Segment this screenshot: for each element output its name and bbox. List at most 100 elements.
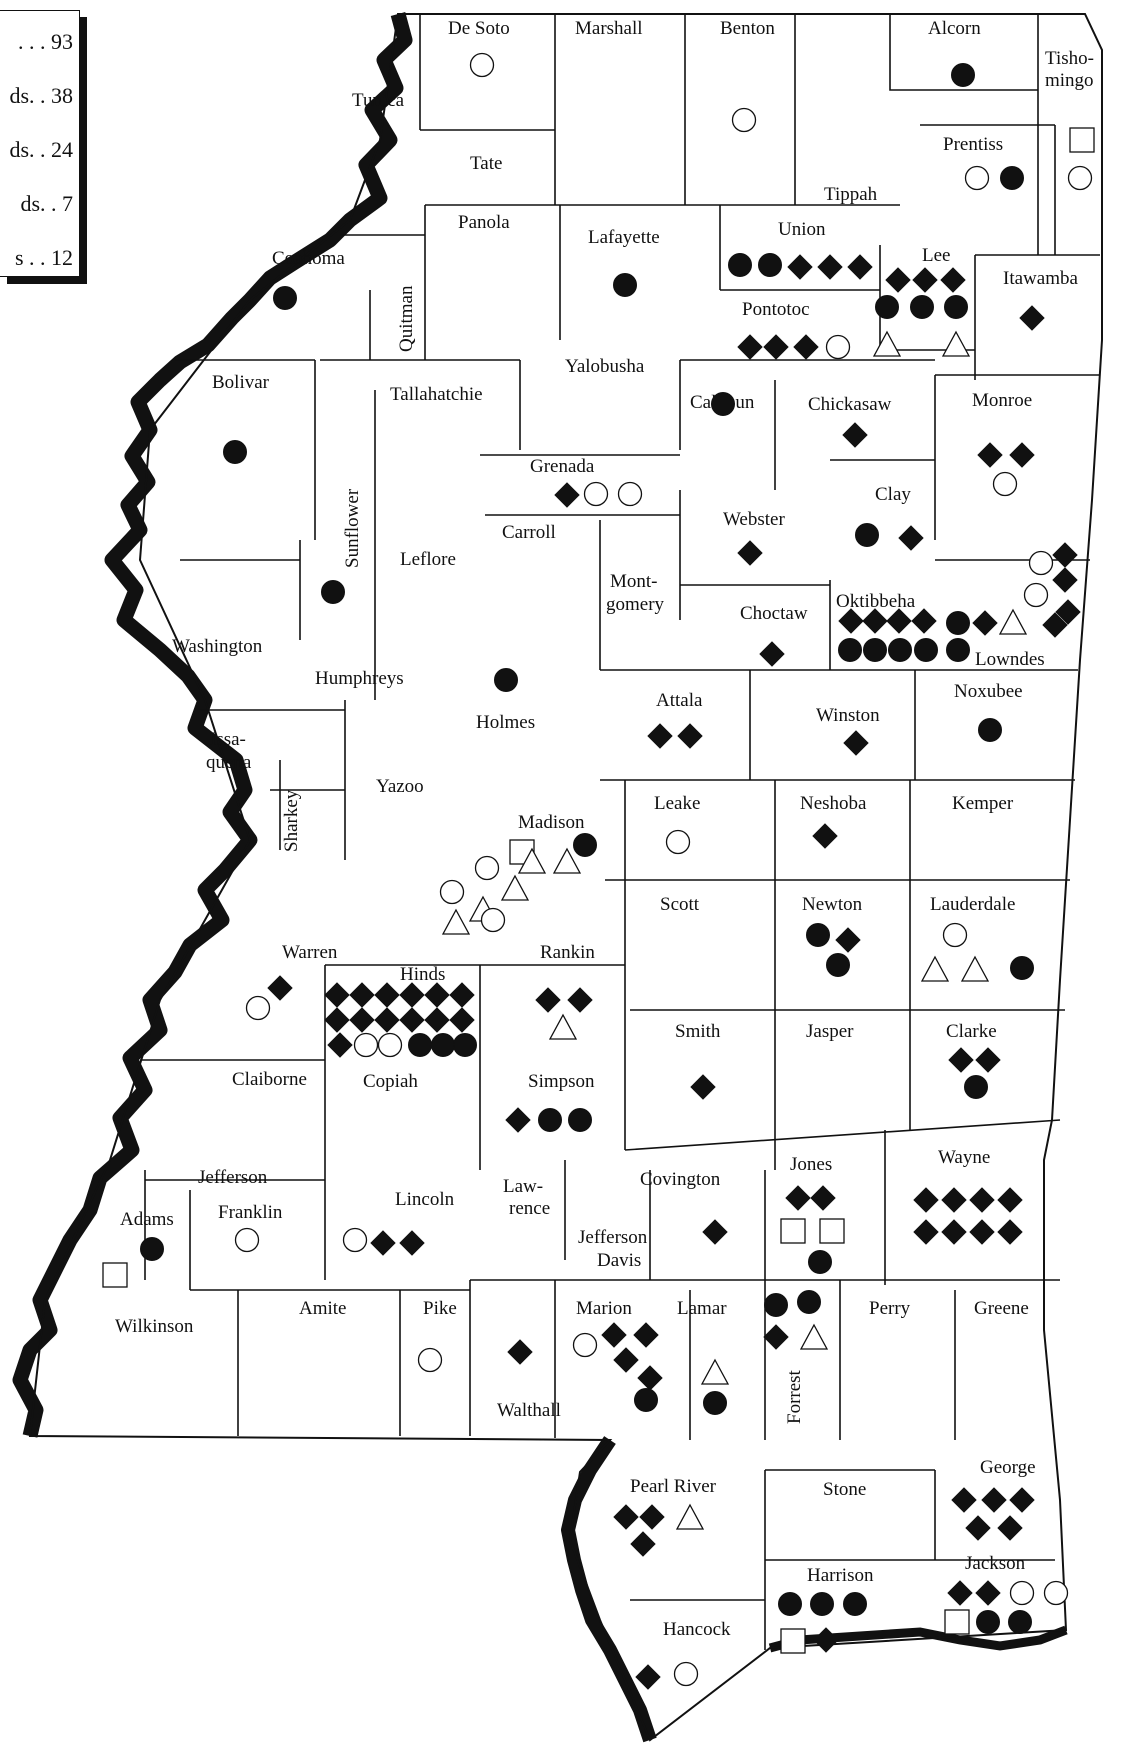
county-boundaries	[140, 14, 1100, 1650]
filled-diamond-symbol	[787, 254, 813, 280]
open-circle-symbol	[665, 829, 691, 855]
filled-diamond-symbol	[324, 982, 350, 1008]
filled-diamond-symbol	[737, 540, 763, 566]
legend-line-2: ds. . 38	[9, 83, 73, 108]
filled-circle-symbol	[538, 1108, 562, 1132]
filled-diamond-symbol	[793, 334, 819, 360]
filled-diamond-symbol	[913, 1187, 939, 1213]
filled-diamond-symbol	[374, 1007, 400, 1033]
open-triangle-symbol	[799, 1323, 829, 1350]
filled-circle-symbol	[778, 1592, 802, 1616]
open-circle-symbol	[1067, 165, 1093, 191]
open-circle-symbol	[1043, 1580, 1069, 1606]
county-jefferson: Jefferson	[198, 1167, 268, 1188]
filled-circle-symbol	[914, 638, 938, 662]
filled-circle-symbol	[875, 295, 899, 319]
filled-diamond-symbol	[637, 1365, 663, 1391]
filled-diamond-symbol	[838, 608, 864, 634]
legend-line-5: s . . 12	[14, 245, 73, 270]
filled-diamond-symbol	[630, 1531, 656, 1557]
filled-diamond-symbol	[975, 1047, 1001, 1073]
filled-diamond-symbol	[327, 1032, 353, 1058]
filled-diamond-symbol	[567, 987, 593, 1013]
county-greene: Greene	[974, 1298, 1029, 1319]
open-triangle-symbol	[700, 1358, 730, 1385]
filled-diamond-symbol	[913, 1219, 939, 1245]
open-triangle-symbol	[960, 955, 990, 982]
filled-diamond-symbol	[941, 1187, 967, 1213]
filled-diamond-symbol	[1052, 567, 1078, 593]
county-lee: Lee	[922, 245, 950, 266]
county-warren: Warren	[282, 942, 338, 963]
filled-diamond-symbol	[424, 982, 450, 1008]
filled-circle-symbol	[634, 1388, 658, 1412]
county-perry: Perry	[869, 1298, 911, 1319]
filled-circle-symbol	[408, 1033, 432, 1057]
county-humphreys: Humphreys	[315, 668, 404, 689]
county-tunica: Tunica	[352, 90, 405, 111]
filled-diamond-symbol	[969, 1219, 995, 1245]
filled-circle-symbol	[1008, 1610, 1032, 1634]
county-lowndes: Lowndes	[975, 649, 1045, 670]
filled-circle-symbol	[855, 523, 879, 547]
open-circle-symbol	[825, 334, 851, 360]
county-stone: Stone	[823, 1479, 866, 1500]
open-triangle-symbol	[548, 1013, 578, 1040]
county-hancock: Hancock	[663, 1619, 731, 1640]
open-circle-symbol	[480, 907, 506, 933]
county-sharkey: Sharkey	[281, 789, 302, 852]
open-square-symbol	[102, 1262, 128, 1288]
filled-circle-symbol	[568, 1108, 592, 1132]
filled-circle-symbol	[888, 638, 912, 662]
filled-diamond-symbol	[785, 1185, 811, 1211]
county-harrison: Harrison	[807, 1565, 874, 1586]
open-circle-symbol	[617, 481, 643, 507]
filled-diamond-symbol	[449, 1007, 475, 1033]
open-circle-symbol	[992, 471, 1018, 497]
county-alcorn: Alcorn	[928, 18, 981, 39]
filled-diamond-symbol	[972, 610, 998, 636]
county-jasper: Jasper	[806, 1021, 854, 1042]
open-circle-symbol	[942, 922, 968, 948]
county-madison: Madison	[518, 812, 585, 833]
county-lamar: Lamar	[677, 1298, 727, 1319]
legend-line-3: ds. . 24	[9, 137, 73, 162]
county-franklin: Franklin	[218, 1202, 283, 1223]
open-triangle-symbol	[552, 847, 582, 874]
county-leflore: Leflore	[400, 549, 456, 570]
filled-diamond-symbol	[449, 982, 475, 1008]
filled-diamond-symbol	[1009, 1487, 1035, 1513]
filled-diamond-symbol	[941, 1219, 967, 1245]
filled-diamond-symbol	[885, 267, 911, 293]
filled-diamond-symbol	[399, 1230, 425, 1256]
filled-diamond-symbol	[763, 1324, 789, 1350]
county-webster: Webster	[723, 509, 785, 530]
county-rankin: Rankin	[540, 942, 595, 963]
open-square-symbol	[780, 1628, 806, 1654]
mississippi-river	[12, 12, 413, 1438]
filled-diamond-symbol	[613, 1504, 639, 1530]
county-itawamba: Itawamba	[1003, 268, 1078, 289]
county-newton: Newton	[802, 894, 863, 915]
filled-diamond-symbol	[965, 1515, 991, 1541]
state-outline	[28, 13, 1103, 1742]
filled-circle-symbol	[758, 253, 782, 277]
county-bolivar: Bolivar	[212, 372, 270, 393]
county-union: Union	[778, 219, 826, 240]
filled-circle-symbol	[863, 638, 887, 662]
open-circle-symbol	[469, 52, 495, 78]
filled-diamond-symbol	[349, 1007, 375, 1033]
open-triangle-symbol	[941, 330, 971, 357]
filled-circle-symbol	[728, 253, 752, 277]
filled-circle-symbol	[797, 1290, 821, 1314]
county-oktibbeha: Oktibbeha	[836, 591, 916, 612]
filled-diamond-symbol	[911, 608, 937, 634]
filled-circle-symbol	[826, 953, 850, 977]
open-triangle-symbol	[517, 847, 547, 874]
filled-diamond-symbol	[843, 730, 869, 756]
county-panola: Panola	[458, 212, 510, 233]
legend-line-1: . . . 93	[18, 29, 73, 54]
county-lafayette: Lafayette	[588, 227, 660, 248]
open-circle-symbol	[1009, 1580, 1035, 1606]
